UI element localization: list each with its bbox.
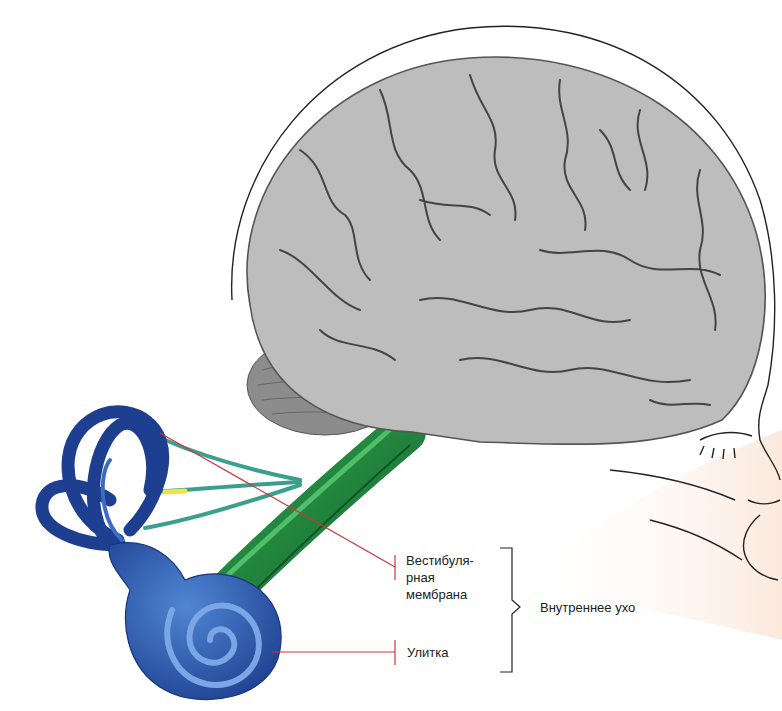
part-label: Вестибуля- рная мембрана <box>406 552 474 603</box>
group-bracket <box>500 548 520 672</box>
semicircular-canals-part <box>103 460 122 540</box>
brainstem-part <box>210 425 395 592</box>
face-shade <box>520 430 782 640</box>
brain-part <box>247 57 765 444</box>
cochlea <box>109 543 281 700</box>
leader-lines <box>160 433 395 665</box>
cochlea-part <box>109 543 281 700</box>
brain <box>247 57 765 444</box>
head-outline-part <box>700 433 752 440</box>
vestibular-nerve-part <box>145 485 300 528</box>
head-outline-part <box>650 520 742 560</box>
head-outline-part <box>610 470 735 500</box>
head-outline-part <box>743 515 778 580</box>
vestibular-nerve-part <box>165 491 185 492</box>
leader-lines-part <box>394 640 395 665</box>
head-outline-part <box>748 500 780 504</box>
leader-lines-part <box>160 433 395 567</box>
part-label: Улитка <box>407 644 448 661</box>
brain-part <box>280 75 720 405</box>
head-outline-part <box>700 446 735 459</box>
semicircular-canals-part <box>93 423 152 545</box>
cochlea-part <box>167 605 258 685</box>
group-label: Внутреннее ухо <box>540 599 635 616</box>
leader-lines-part <box>394 555 395 580</box>
face-shade-part <box>520 430 782 640</box>
semicircular-canals <box>42 412 163 545</box>
head-outline-part <box>759 385 780 480</box>
leader-lines-part <box>272 651 395 652</box>
group-bracket-part <box>500 548 520 672</box>
